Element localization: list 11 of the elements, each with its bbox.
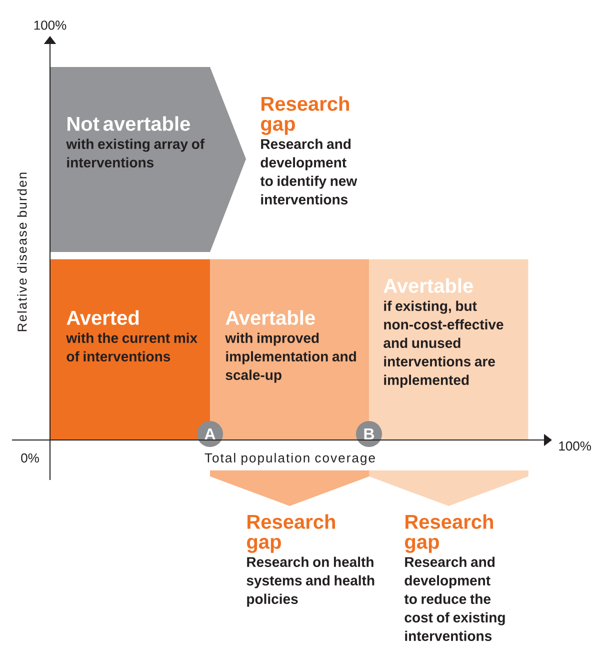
chevron-arrow	[210, 470, 370, 506]
research-gap-text: Research gap Research on health systems and health policies	[246, 514, 374, 607]
research-gap-text: Research gap Research and development to reduce the cost of existing interventions	[404, 514, 505, 641]
axis-title: Total population coverage	[204, 452, 375, 466]
not-avertable-block: Not avertable with existing array of interventions	[50, 67, 246, 252]
axis-label: 0%	[21, 453, 39, 463]
research-gap-text: Research gap Research and development to identify new interventions	[260, 96, 358, 204]
axis-label: 100%	[559, 441, 591, 451]
axis-label: 100%	[34, 20, 66, 30]
axis-title: Relative disease burden	[17, 172, 27, 332]
chevron-arrow	[369, 470, 528, 506]
